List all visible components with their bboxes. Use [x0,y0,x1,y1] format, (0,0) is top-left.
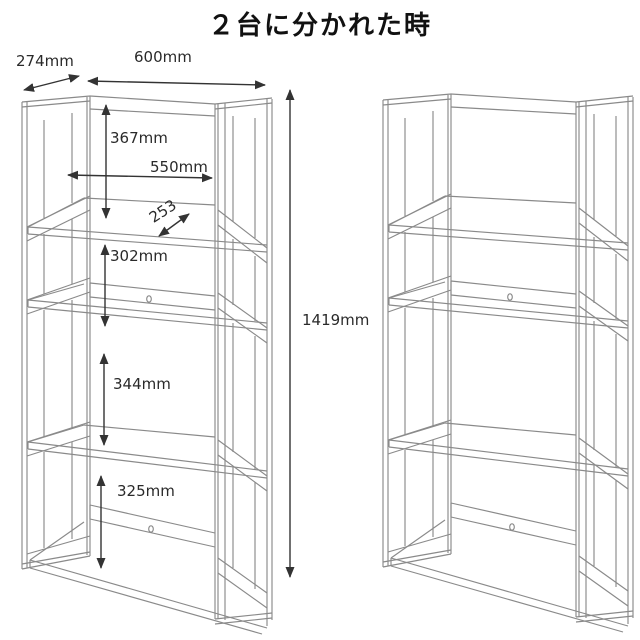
dim-label-inner-width: 550mm [150,158,208,176]
dim-label-top-space: 367mm [110,129,168,147]
bookshelf-right [382,93,634,633]
dimension-arrows [23,74,295,578]
dim-label-third-space: 344mm [113,375,171,393]
dim-label-depth: 274mm [16,52,74,70]
arrow-depth-253 [158,213,190,237]
dim-label-bottom-space: 325mm [117,482,175,500]
dim-label-outer-width: 600mm [134,48,192,66]
dim-label-total-height: 1419mm [302,311,370,329]
dim-label-second-space: 302mm [110,247,168,265]
arrow-width-600 [87,76,266,90]
arrow-width-550 [67,170,213,183]
diagram-title: ２台に分かれた時 [207,11,432,41]
arrow-depth-274 [23,74,80,92]
